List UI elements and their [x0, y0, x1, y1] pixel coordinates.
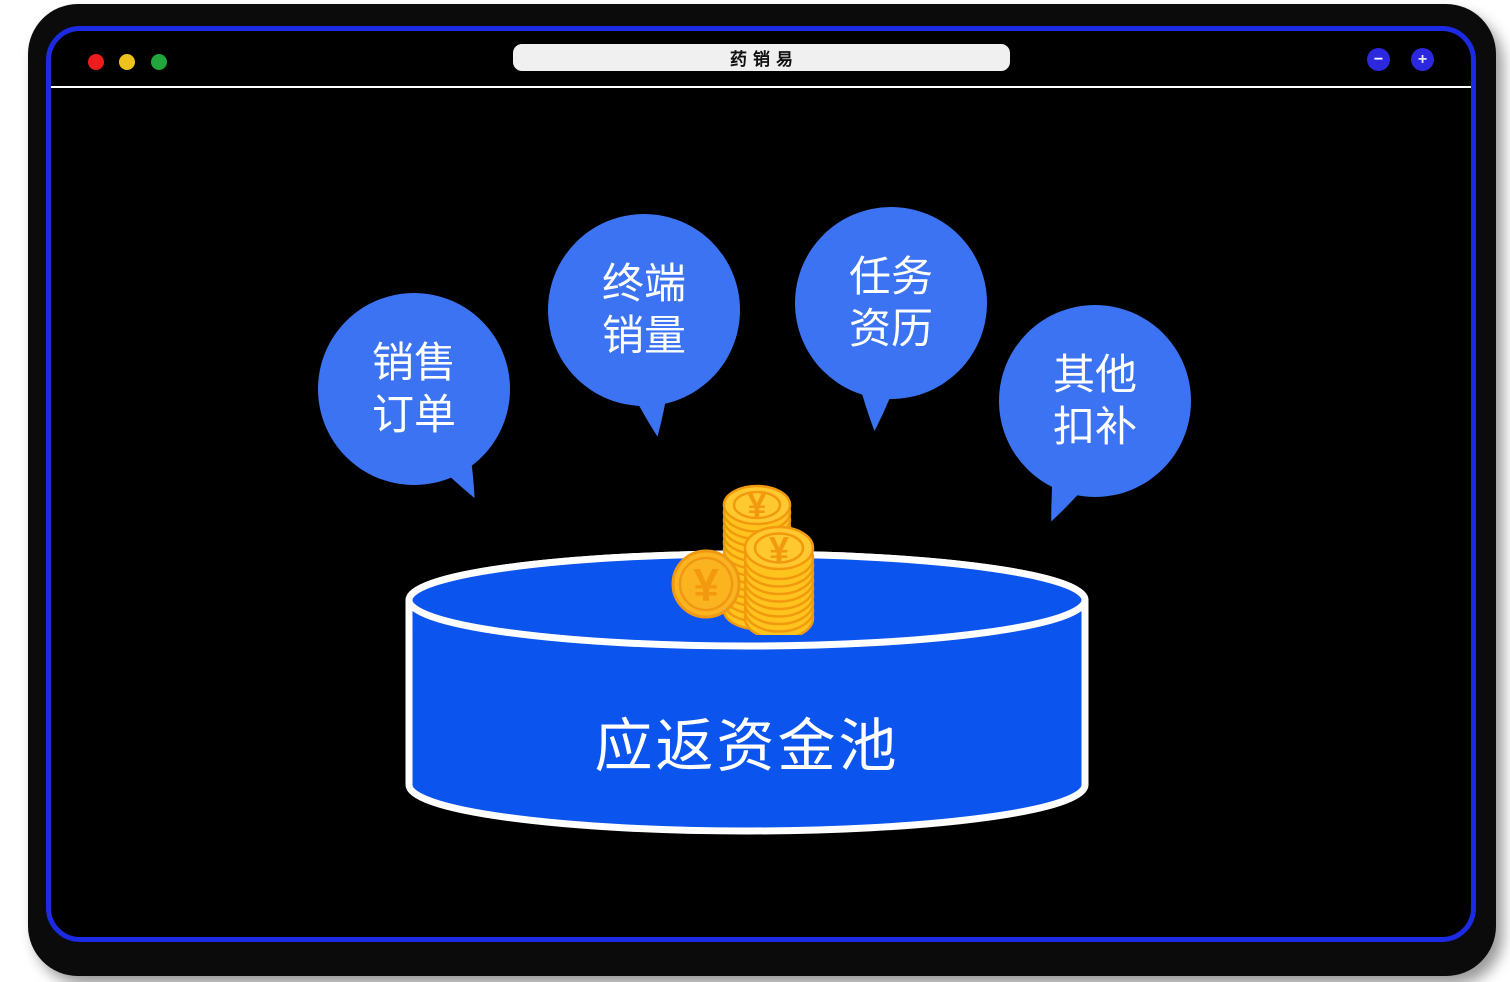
- title-bar-pill: 药销易: [513, 44, 1010, 71]
- bubble-line: 资历: [848, 305, 933, 352]
- bubble-line: 其他: [1052, 351, 1137, 398]
- bubble-terminal-sales: 终端 销量: [548, 214, 740, 406]
- bubble-line: 销售: [371, 339, 456, 386]
- window-content: 药销易 − + 销售 订单 终端 销量 任务 资历 其他 扣补: [46, 26, 1476, 942]
- bubble-line: 销量: [601, 312, 686, 359]
- bubble-sales-orders: 销售 订单: [318, 293, 510, 485]
- bubble-line: 终端: [601, 260, 686, 307]
- yen-symbol: ¥: [748, 487, 767, 525]
- bubble-line: 订单: [371, 391, 456, 438]
- yen-symbol: ¥: [693, 559, 719, 611]
- minimize-window-button[interactable]: [119, 54, 135, 70]
- minus-icon: −: [1373, 50, 1384, 68]
- bubble-line: 任务: [848, 253, 933, 300]
- title-bar-divider: [51, 86, 1471, 88]
- coins-illustration: ¥ ¥ ¥: [671, 484, 815, 635]
- app-window: 药销易 − + 销售 订单 终端 销量 任务 资历 其他 扣补: [28, 4, 1496, 976]
- coin-stack-wide: ¥: [743, 525, 815, 635]
- bubble-other-deductions: 其他 扣补: [999, 305, 1191, 497]
- minus-button[interactable]: −: [1367, 48, 1390, 71]
- zoom-window-button[interactable]: [151, 54, 167, 70]
- bubble-line: 扣补: [1052, 403, 1137, 450]
- bubble-task-record: 任务 资历: [795, 207, 987, 399]
- window-title: 药销易: [730, 50, 799, 69]
- plus-button[interactable]: +: [1411, 48, 1434, 71]
- funds-pool-label: 应返资金池: [594, 714, 900, 779]
- coin-single: ¥: [671, 549, 741, 619]
- plus-icon: +: [1417, 50, 1428, 68]
- close-window-button[interactable]: [88, 54, 104, 70]
- yen-symbol: ¥: [769, 529, 789, 570]
